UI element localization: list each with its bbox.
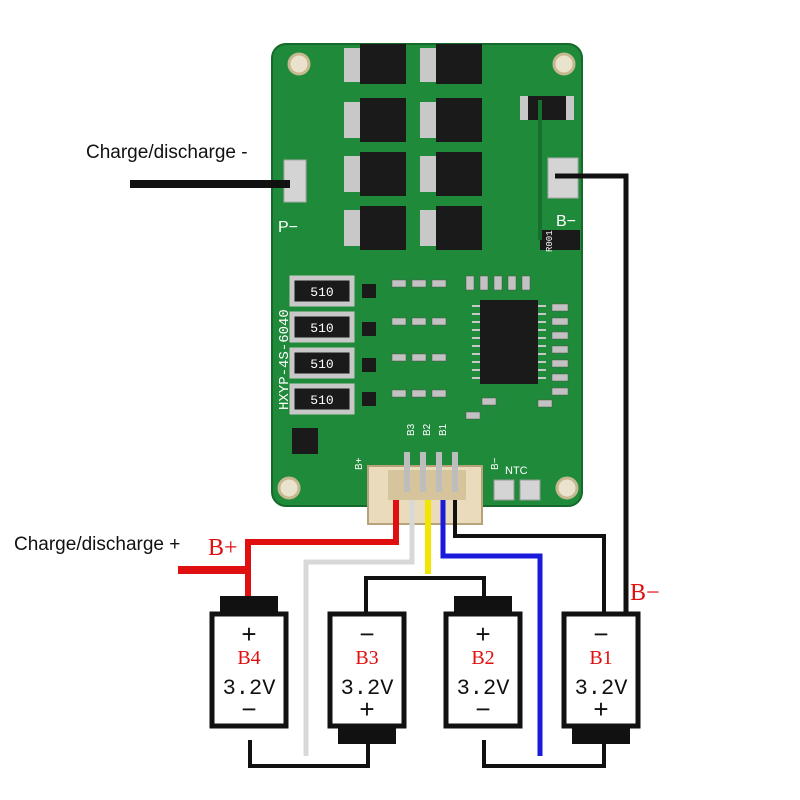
battery-top-polarity: +	[241, 619, 256, 649]
charge-plus-label: Charge/discharge +	[14, 534, 181, 555]
charge-minus-label: Charge/discharge -	[86, 142, 248, 163]
battery-bottom-polarity: +	[593, 694, 608, 724]
battery-body	[443, 611, 523, 729]
mosfet-array	[344, 44, 482, 250]
battery-terminal-cap	[220, 596, 278, 614]
battery-b1: −B1 3.2V+	[561, 611, 641, 744]
battery-voltage: 3.2V	[457, 676, 511, 701]
shunt-resistor	[524, 96, 570, 120]
pin-label: B2	[422, 423, 433, 436]
b-plus-label: B+	[208, 535, 238, 561]
battery-voltage: 3.2V	[223, 676, 277, 701]
battery-bottom-polarity: −	[241, 694, 256, 724]
wires	[130, 173, 629, 768]
mounting-hole	[287, 52, 311, 76]
wire-connector-b-minus	[453, 500, 606, 615]
regulator-chip	[292, 428, 318, 454]
mounting-hole	[552, 52, 576, 76]
pcb-board: 510 510 510 510	[271, 43, 583, 525]
p-minus-silk: P−	[278, 219, 298, 236]
battery-b2: +B2 3.2V−	[443, 596, 523, 729]
battery-voltage: 3.2V	[341, 676, 395, 701]
resistor-label: 510	[310, 285, 333, 300]
pin-label: B3	[406, 423, 417, 436]
battery-terminal-cap	[454, 596, 512, 614]
b-minus-label: B−	[630, 580, 660, 606]
wire-link-b3-b2	[364, 576, 486, 615]
protection-ic	[480, 300, 538, 384]
battery-top-polarity: −	[593, 619, 608, 649]
ntc-pad	[493, 479, 515, 501]
b-minus-silk: B−	[556, 213, 576, 230]
battery-body	[209, 611, 289, 729]
battery-terminal-cap	[572, 726, 630, 744]
battery-body	[561, 611, 641, 729]
b-plus-pin-silk: B+	[354, 457, 365, 470]
battery-bottom-polarity: +	[359, 694, 374, 724]
wire-b3-white	[303, 500, 415, 756]
pin-label: B1	[438, 423, 449, 436]
pin-label: B−	[490, 457, 501, 470]
balance-resistors	[289, 275, 355, 415]
resistor-label: 510	[310, 393, 333, 408]
wire-link-b4-b3	[248, 740, 370, 768]
battery-cells: +B43.2V−−B33.2V++B23.2V−−B13.2V+	[209, 596, 641, 744]
r001-silk: R001	[545, 230, 555, 252]
battery-terminal-cap	[338, 726, 396, 744]
wire-b1-blue	[440, 500, 543, 756]
battery-b3: −B3 3.2V+	[327, 611, 407, 744]
mounting-hole	[555, 476, 579, 500]
wire-b-minus	[555, 173, 629, 615]
battery-b4: +B4 3.2V−	[209, 596, 289, 729]
battery-voltage: 3.2V	[575, 676, 629, 701]
r001-resistor	[540, 230, 580, 250]
resistor-label: 510	[310, 357, 333, 372]
battery-top-polarity: −	[359, 619, 374, 649]
battery-name: B3	[355, 647, 378, 669]
resistor-label: 510	[310, 321, 333, 336]
battery-name: B1	[589, 647, 612, 669]
battery-top-polarity: +	[475, 619, 490, 649]
ntc-silk: NTC	[505, 465, 528, 477]
battery-bottom-polarity: −	[475, 694, 490, 724]
ntc-pad	[519, 479, 541, 501]
board-model: HXYP-4S-6040	[277, 309, 293, 410]
mounting-hole	[277, 476, 301, 500]
wire-link-b2-b1	[482, 740, 606, 768]
battery-name: B4	[237, 647, 260, 669]
battery-name: B2	[471, 647, 494, 669]
battery-body	[327, 611, 407, 729]
